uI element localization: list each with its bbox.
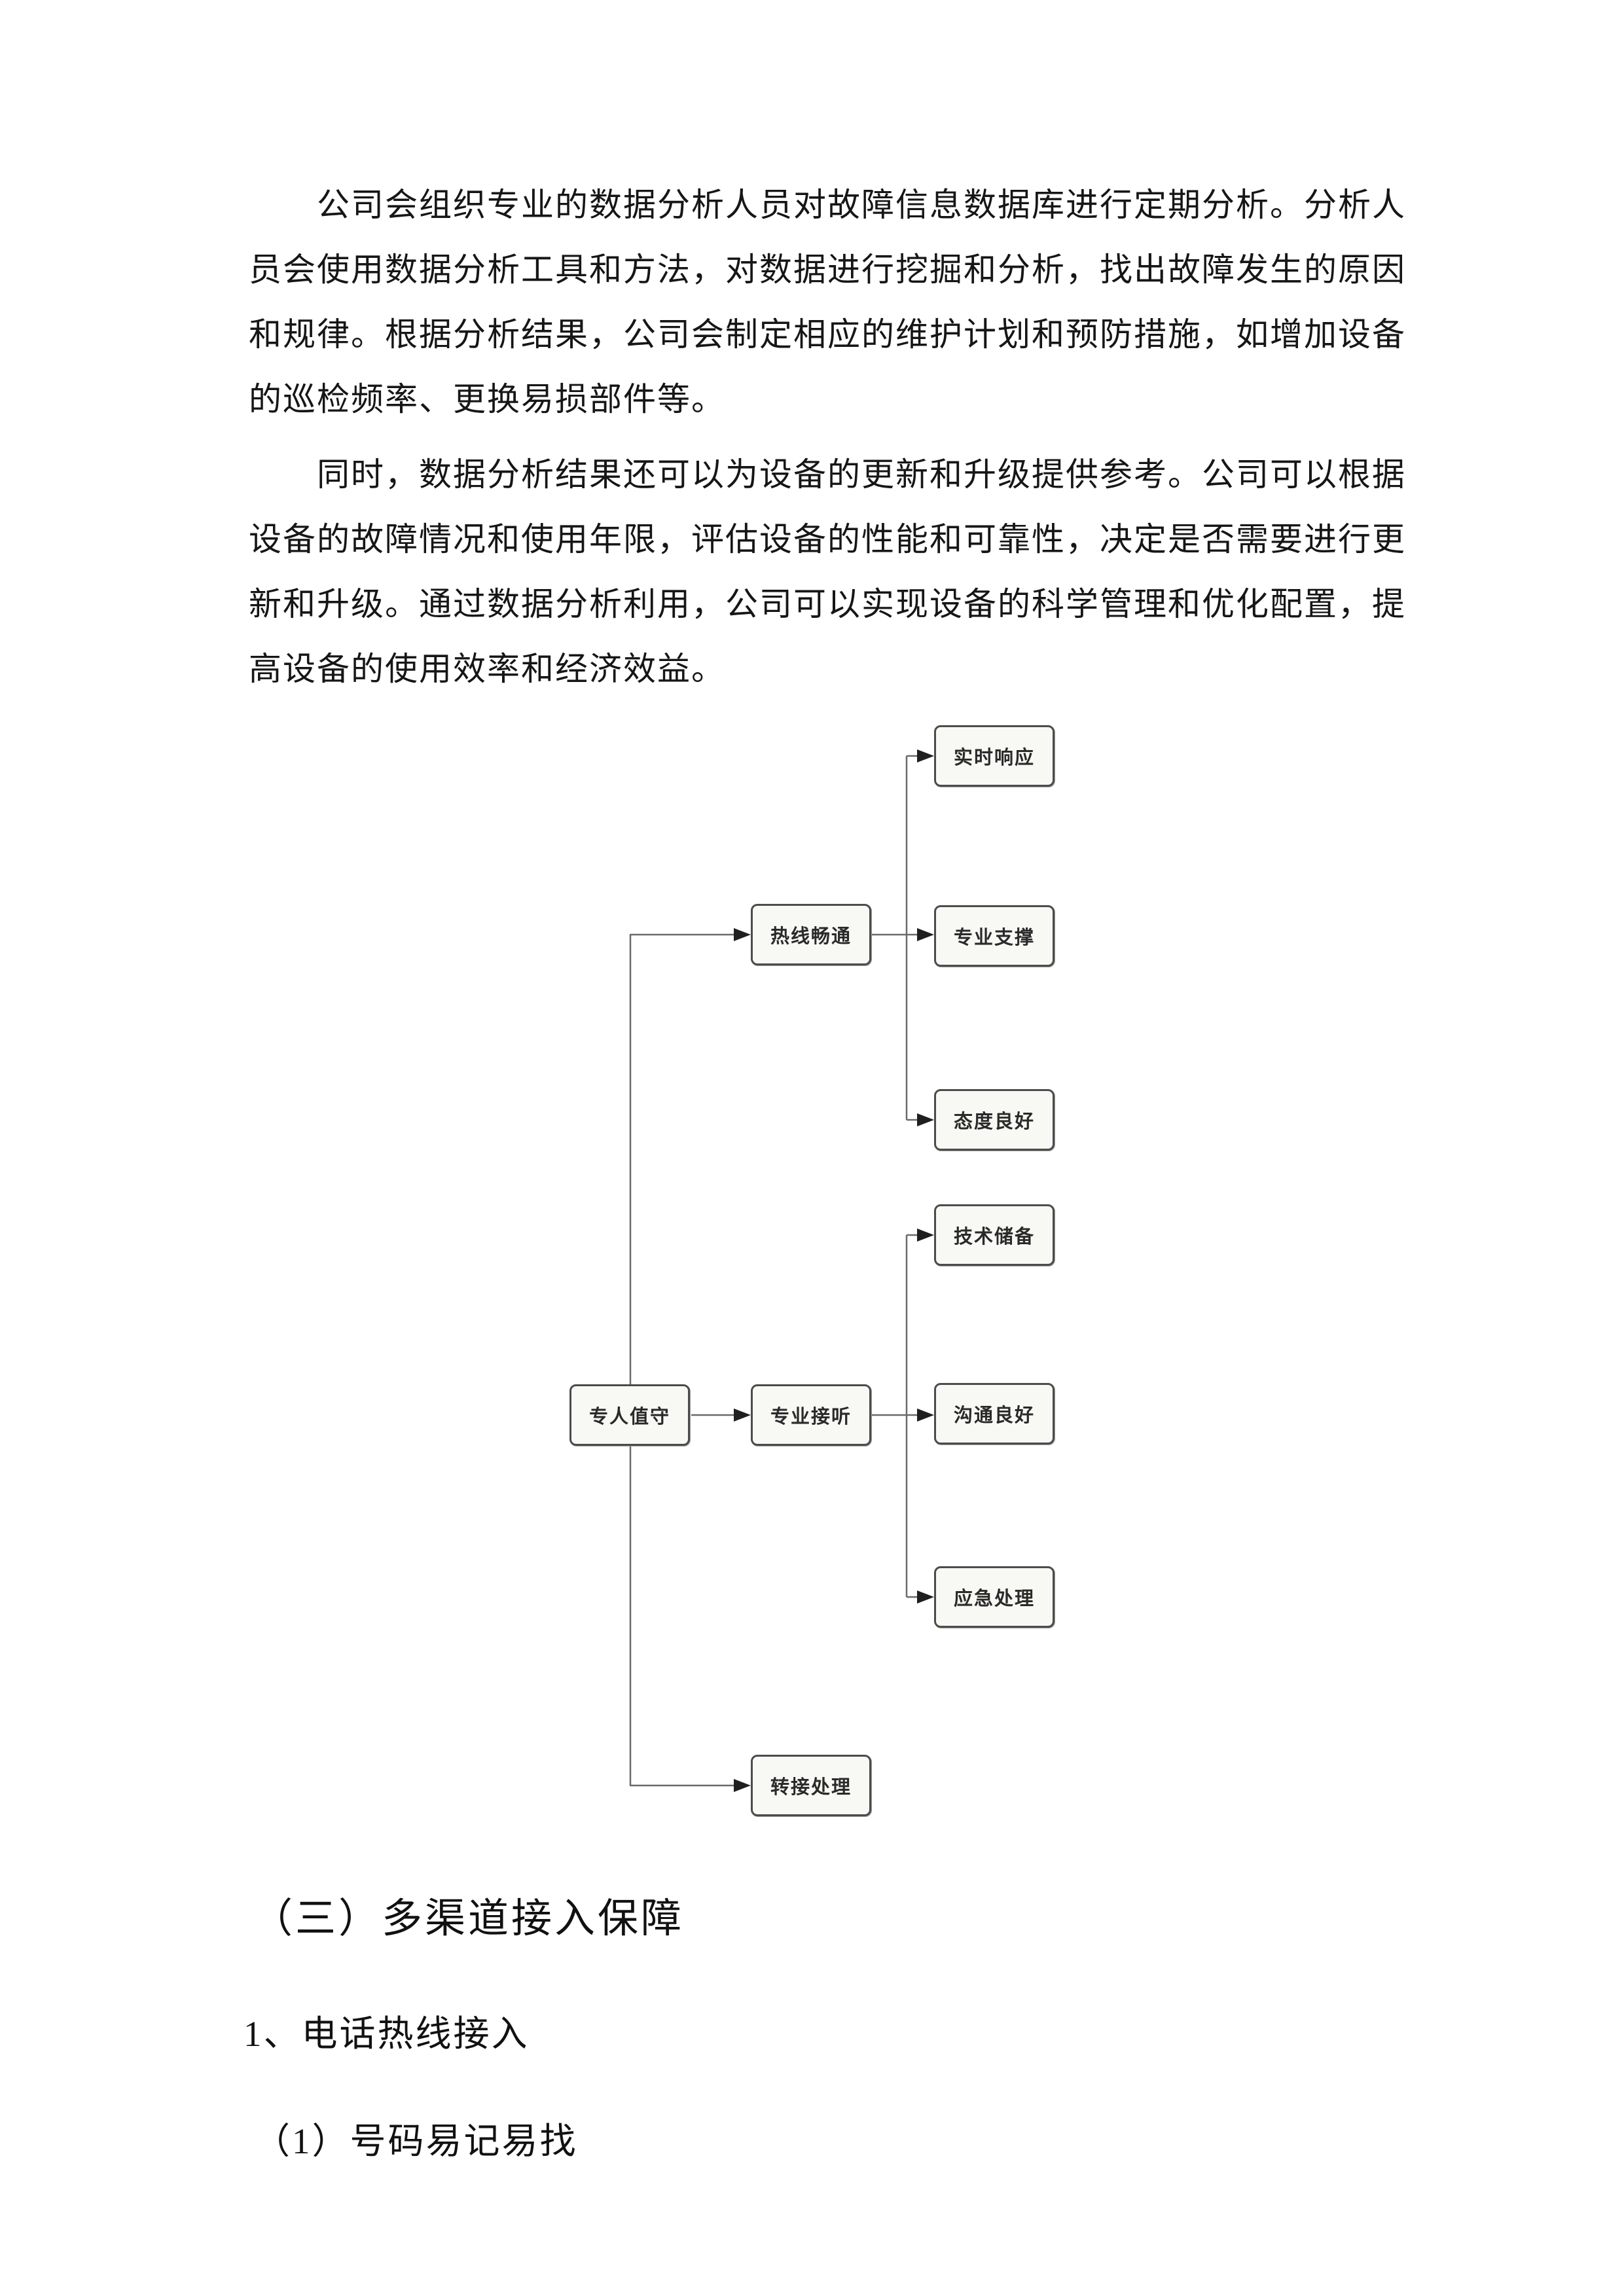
flow-node-label: 应急处理 (953, 1588, 1035, 1609)
body-line: 设备的故障情况和使用年限，评估设备的性能和可靠性，决定是否需要进行更 (249, 521, 1406, 558)
flow-node-professional-support: 专业支撑 (934, 905, 1055, 967)
body-line: 员会使用数据分析工具和方法，对数据进行挖掘和分析，找出故障发生的原因 (249, 251, 1406, 288)
flow-node-good-attitude: 态度良好 (934, 1089, 1055, 1151)
flow-node-emergency-handling: 应急处理 (934, 1566, 1055, 1628)
flow-node-label: 热线畅通 (770, 926, 852, 947)
body-line: 和规律。根据分析结果，公司会制定相应的维护计划和预防措施，如增加设备 (249, 316, 1406, 353)
flow-node-hotline-smooth: 热线畅通 (751, 904, 871, 965)
body-line: 同时，数据分析结果还可以为设备的更新和升级提供参考。公司可以根据 (317, 456, 1406, 493)
flowchart-connector-lines (629, 749, 934, 1792)
flow-node-label: 转接处理 (770, 1777, 852, 1798)
paragraph-2: 同时，数据分析结果还可以为设备的更新和升级提供参考。公司可以根据 设备的故障情况… (249, 442, 1427, 702)
flow-node-label: 态度良好 (953, 1111, 1035, 1132)
flow-node-label: 专业支撑 (953, 927, 1035, 948)
flow-node-label: 专人值守 (588, 1407, 670, 1427)
flow-node-tech-reserve: 技术储备 (934, 1204, 1055, 1266)
flow-node-dedicated-staff: 专人值守 (569, 1384, 690, 1446)
section-heading: （三）多渠道接入保障 (252, 1897, 685, 1941)
list-item-heading-2: （1）号码易记易找 (254, 2121, 578, 2161)
flow-node-transfer-handling: 转接处理 (751, 1755, 871, 1816)
body-line: 高设备的使用效率和经济效益。 (249, 651, 725, 687)
flow-node-label: 沟通良好 (953, 1405, 1035, 1426)
body-line: 新和升级。通过数据分析利用，公司可以实现设备的科学管理和优化配置，提 (249, 586, 1406, 622)
body-line: 的巡检频率、更换易损部件等。 (249, 381, 725, 418)
flow-node-label: 专业接听 (770, 1407, 852, 1427)
flow-node-label: 技术储备 (953, 1227, 1035, 1247)
flow-node-professional-answer: 专业接听 (751, 1384, 871, 1446)
flow-node-good-communication: 沟通良好 (934, 1383, 1055, 1444)
list-item-heading-1: 1、电话热线接入 (244, 2014, 530, 2054)
body-line: 公司会组织专业的数据分析人员对故障信息数据库进行定期分析。分析人 (317, 187, 1406, 223)
paragraph-1: 公司会组织专业的数据分析人员对故障信息数据库进行定期分析。分析人 员会使用数据分… (249, 173, 1427, 432)
flow-node-label: 实时响应 (953, 747, 1035, 768)
flowchart-diagram: 专人值守 热线畅通 专业接听 转接处理 实时响应 专业支撑 态度良好 技术储备 … (524, 687, 1113, 1865)
flow-node-realtime-response: 实时响应 (934, 725, 1055, 787)
arrowheads (734, 749, 934, 1792)
